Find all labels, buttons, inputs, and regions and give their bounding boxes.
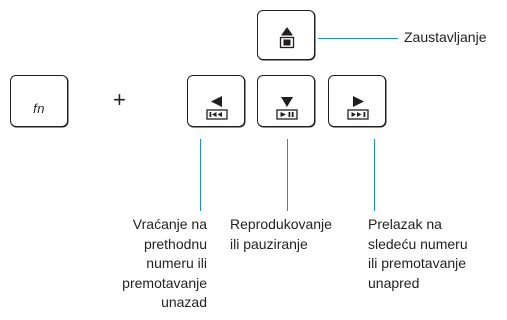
rewind-key: [187, 75, 245, 127]
stop-label: Zaustavljanje: [404, 29, 487, 45]
play-pause-key: [257, 75, 315, 127]
plus-sign: +: [113, 87, 126, 112]
eject-stop-icon: [279, 27, 295, 49]
fn-key: fn: [10, 75, 68, 127]
stop-key: [257, 10, 315, 60]
rewind-leader-line: [200, 139, 201, 211]
forward-leader-line: [374, 139, 375, 211]
rewind-label: Vraćanje na prethodnu numeru ili premota…: [122, 216, 207, 310]
play-pause-icon: [276, 97, 298, 120]
fn-key-label: fn: [33, 101, 45, 116]
stop-leader-line: [318, 38, 398, 39]
rewind-prev-icon: [206, 96, 228, 120]
forward-label: Prelazak na sledeću numeru ili premotava…: [368, 216, 468, 291]
play-pause-leader-line: [287, 139, 288, 211]
forward-next-icon: [347, 96, 369, 120]
play-pause-label: Reprodukovanje ili pauziranje: [230, 216, 332, 252]
forward-key: [328, 75, 386, 127]
